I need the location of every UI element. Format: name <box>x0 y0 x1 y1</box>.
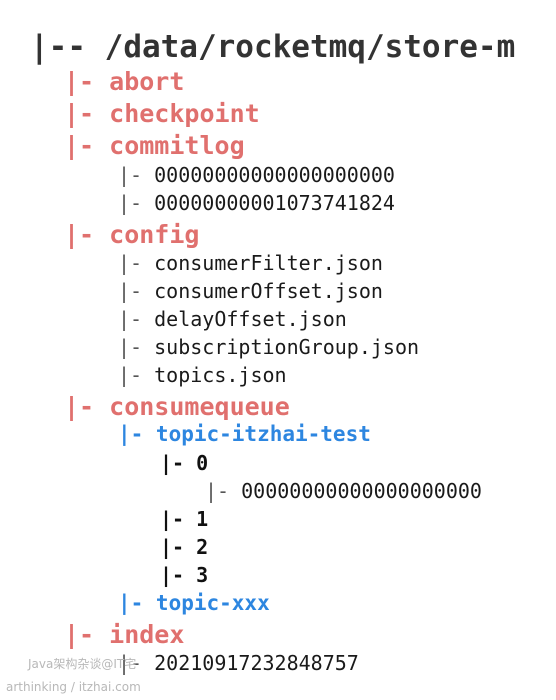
dir-topic-xxx: |- topic-xxx <box>118 591 270 615</box>
file-queue-0: |- 00000000000000000000 <box>205 481 482 501</box>
dir-queue-1: |- 1 <box>160 507 209 531</box>
dir-index: |- index <box>64 620 185 649</box>
file-name: subscriptionGroup.json <box>154 335 420 359</box>
tree-branch: |- <box>118 307 155 331</box>
file-config-3: |- subscriptionGroup.json <box>118 337 419 357</box>
watermark-site: arthinking / itzhai.com <box>6 680 141 694</box>
tree-branch: |- <box>118 191 155 215</box>
file-name: delayOffset.json <box>154 307 347 331</box>
tree-branch: |- <box>118 363 155 387</box>
file-name: 20210917232848757 <box>154 651 359 675</box>
dir-config: |- config <box>64 220 200 249</box>
dir-queue-0: |- 0 <box>160 451 209 475</box>
file-config-2: |- delayOffset.json <box>118 309 347 329</box>
dir-abort: |- abort <box>64 67 185 96</box>
tree-branch: |- <box>118 251 155 275</box>
file-name: topics.json <box>154 363 287 387</box>
file-commitlog-0: |- 00000000000000000000 <box>118 165 395 185</box>
dir-topic-itzhai-test: |- topic-itzhai-test <box>118 422 371 446</box>
file-name: consumerFilter.json <box>154 251 383 275</box>
file-config-4: |- topics.json <box>118 365 287 385</box>
file-name: 00000000000000000000 <box>241 479 482 503</box>
tree-branch: |- <box>118 163 155 187</box>
file-name: 00000000001073741824 <box>154 191 395 215</box>
file-commitlog-1: |- 00000000001073741824 <box>118 193 395 213</box>
root-path: |-- /data/rocketmq/store-m <box>30 29 516 65</box>
dir-checkpoint: |- checkpoint <box>64 99 260 128</box>
dir-queue-3: |- 3 <box>160 563 209 587</box>
tree-branch: |- <box>205 479 242 503</box>
tree-branch: |- <box>118 651 155 675</box>
watermark-author: Java架构杂谈@IT宅 <box>28 657 137 671</box>
dir-queue-2: |- 2 <box>160 535 209 559</box>
dir-consumequeue: |- consumequeue <box>64 392 290 421</box>
file-name: consumerOffset.json <box>154 279 383 303</box>
tree-branch: |- <box>118 279 155 303</box>
file-index-0: |- 20210917232848757 <box>118 653 359 673</box>
file-config-0: |- consumerFilter.json <box>118 253 383 273</box>
tree-branch: |- <box>118 335 155 359</box>
file-name: 00000000000000000000 <box>154 163 395 187</box>
dir-commitlog: |- commitlog <box>64 131 245 160</box>
file-config-1: |- consumerOffset.json <box>118 281 383 301</box>
